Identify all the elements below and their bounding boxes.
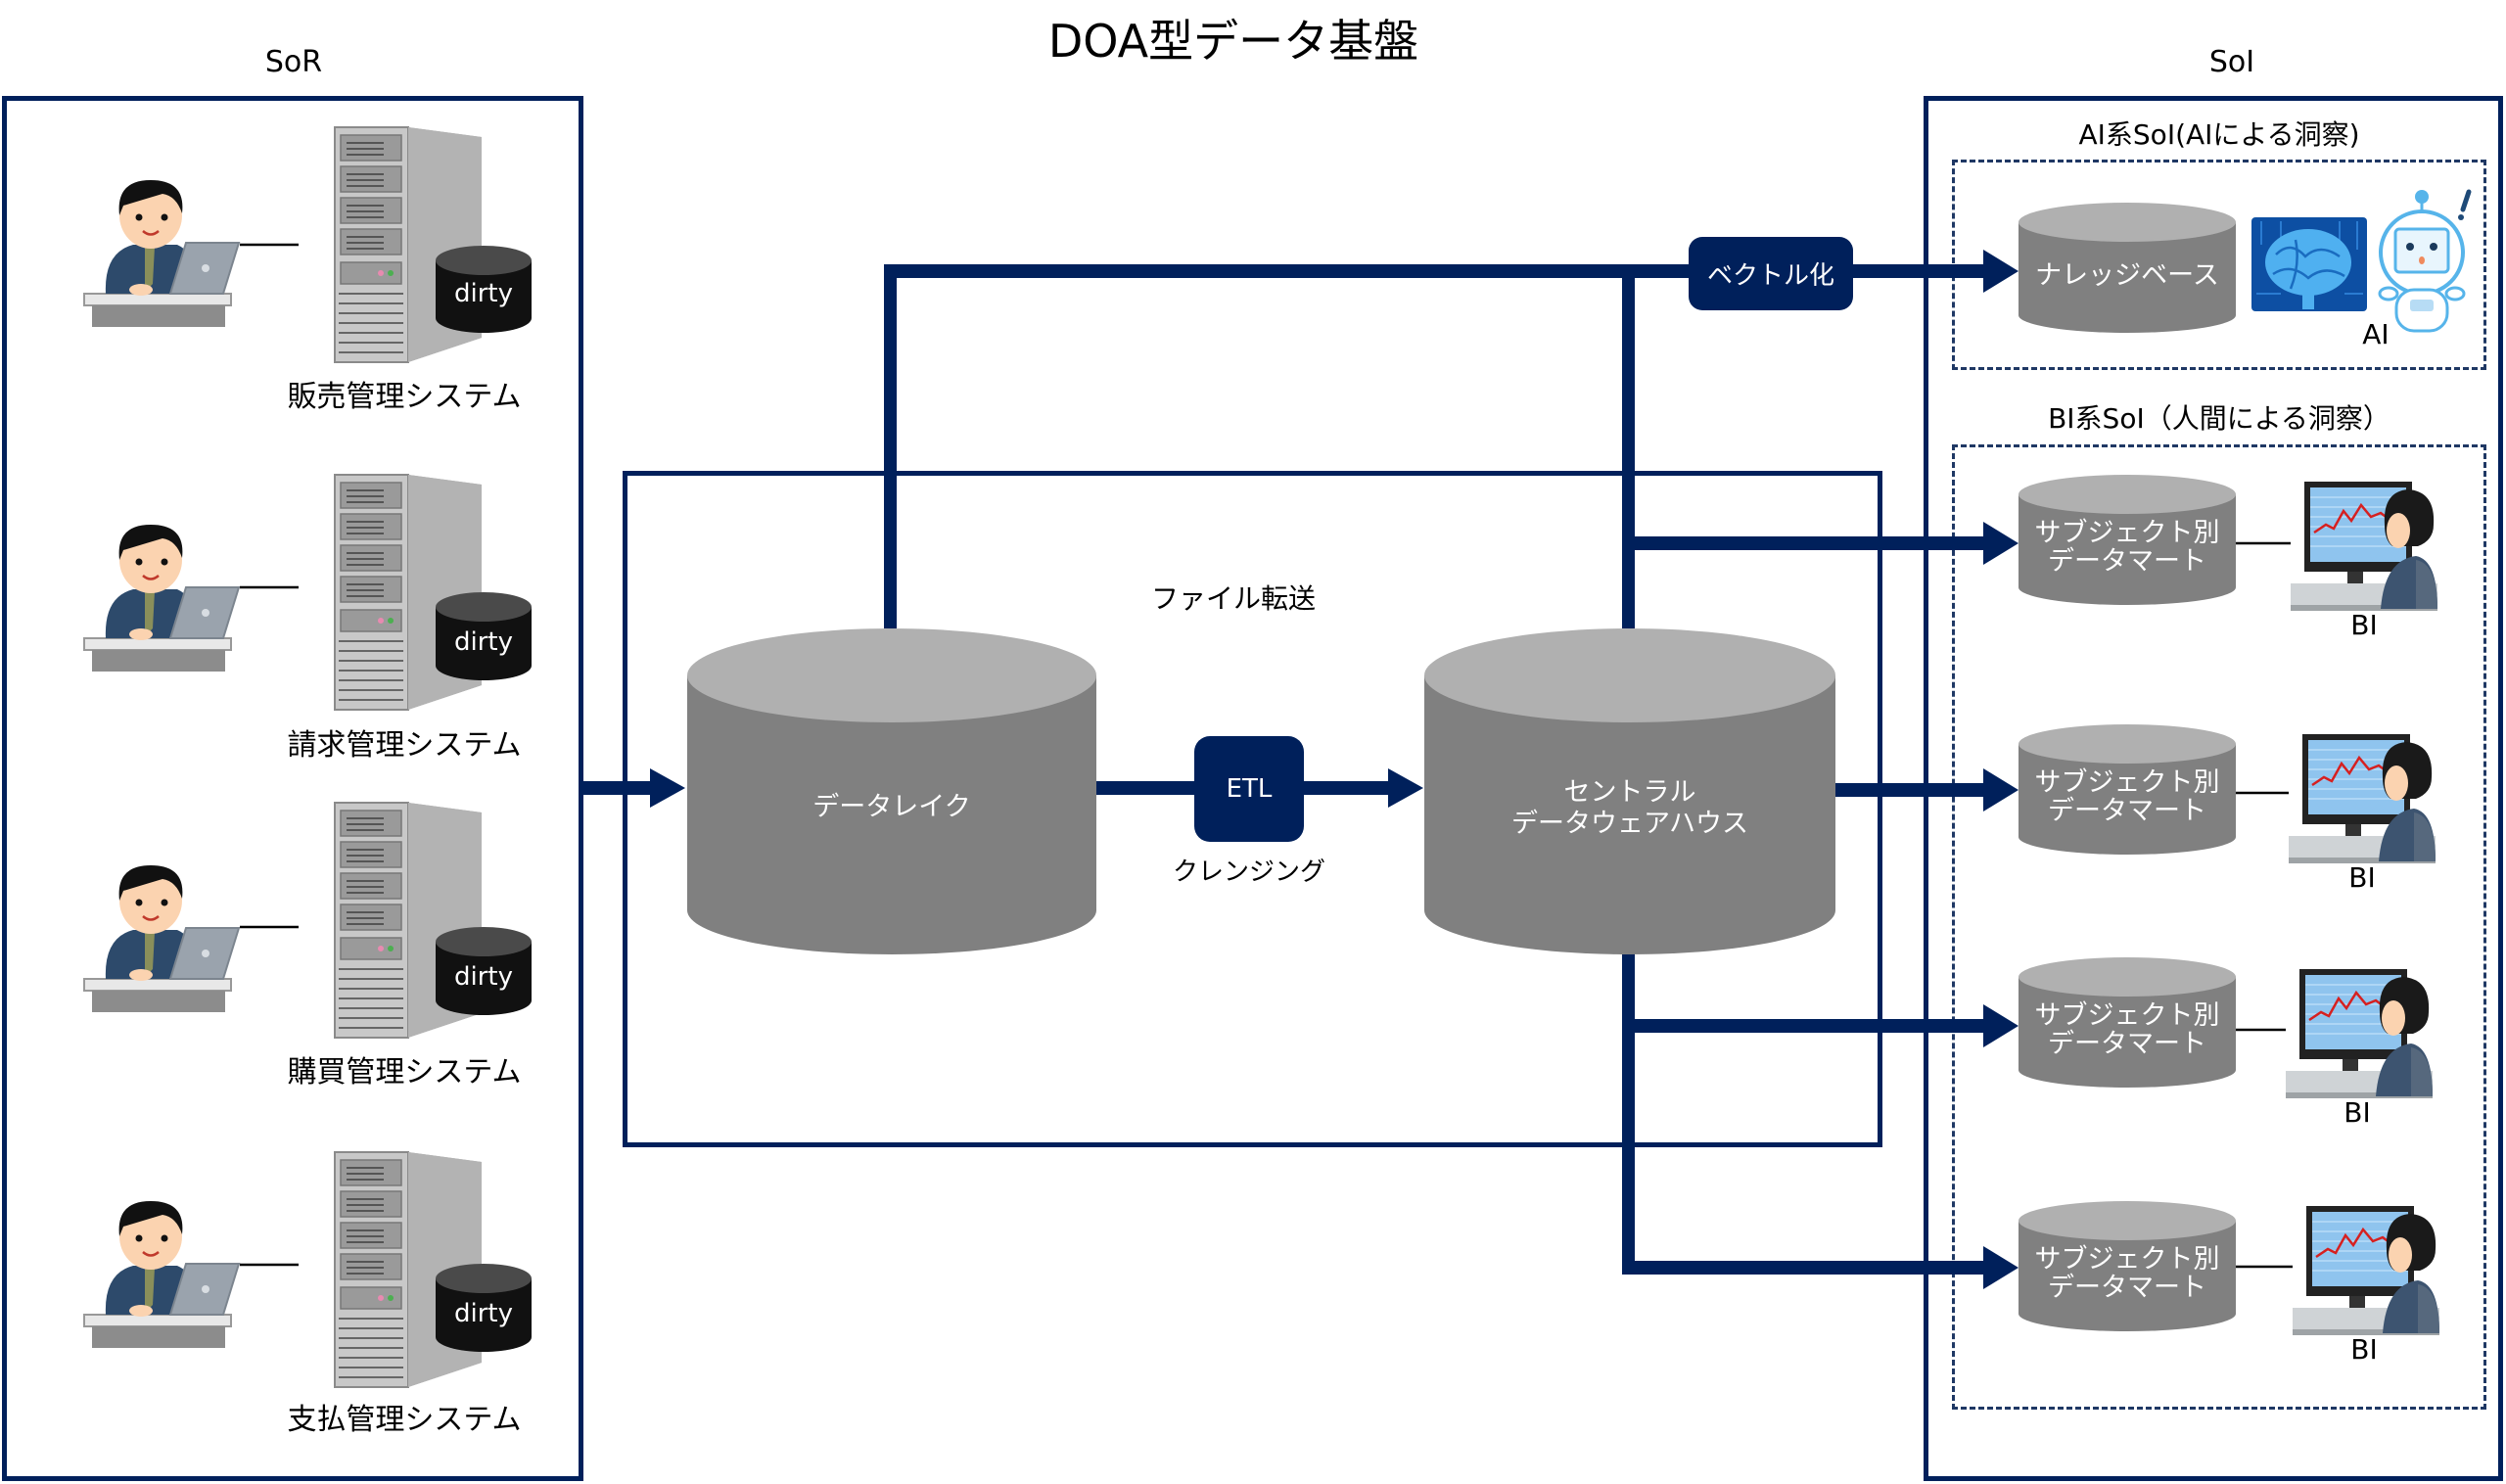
dirty-db-1: dirty xyxy=(436,246,532,333)
bi-label-3: BI xyxy=(2344,1096,2371,1129)
mart1-line2: データマート xyxy=(2048,546,2206,577)
mart2-arrowhead xyxy=(1983,768,2019,812)
bi-soi-label: BI系SoI（人間による洞察） xyxy=(2048,402,2390,435)
mart2-line xyxy=(1835,783,1985,797)
sor-container xyxy=(2,96,583,1481)
bi-label-1: BI xyxy=(2350,609,2378,641)
mart3-line2: データマート xyxy=(2048,1029,2206,1059)
sales-system-group: dirty xyxy=(82,126,532,363)
dirty-db-2: dirty xyxy=(436,592,532,680)
bi-label-4: BI xyxy=(2350,1333,2378,1366)
etl-label: ETL xyxy=(1226,774,1273,804)
data-lake-cylinder: データレイク xyxy=(687,628,1096,954)
system-label-billing: 請求管理システム xyxy=(287,728,522,763)
dirty-label-2: dirty xyxy=(454,627,513,657)
dwh-up-line xyxy=(1622,264,1635,628)
soi-label: SoI xyxy=(2208,45,2255,79)
mart1-line1: サブジェクト別 xyxy=(2035,518,2220,548)
kb-arrowhead xyxy=(1983,250,2019,293)
robot-icon xyxy=(2378,189,2472,333)
mart4-arrowhead xyxy=(1983,1246,2019,1289)
billing-system-group: dirty xyxy=(82,474,532,711)
mart4-line xyxy=(1628,1261,1985,1275)
sor-systems: dirty dirty dirty xyxy=(82,126,532,1388)
dwh-cylinder: セントラル データウェアハウス xyxy=(1424,628,1835,954)
knowledge-base-label: ナレッジベース xyxy=(2035,260,2219,291)
etl-node[interactable]: ETL xyxy=(1194,736,1304,842)
data-mart-2: サブジェクト別 データマート xyxy=(2019,724,2437,865)
bi-soi-area xyxy=(1952,444,2486,1410)
dwh-down-line xyxy=(1622,951,1635,1275)
lake-up-line xyxy=(884,264,897,628)
data-lake-label: データレイク xyxy=(812,792,970,822)
file-transfer-label: ファイル転送 xyxy=(1150,582,1316,615)
etl-to-dwh-arrowhead xyxy=(1388,768,1423,808)
mart1-arrowhead xyxy=(1983,522,2019,565)
data-mart-3: サブジェクト別 データマート xyxy=(2019,957,2435,1100)
system-label-payment: 支払管理システム xyxy=(287,1403,522,1437)
dirty-db-3: dirty xyxy=(436,927,532,1015)
dirty-label-3: dirty xyxy=(454,962,513,992)
cleansing-label: クレンジング xyxy=(1172,858,1325,887)
sor-label: SoR xyxy=(264,45,323,79)
brain-icon xyxy=(2251,217,2367,311)
dwh-label-line1: セントラル xyxy=(1564,777,1696,808)
mart4-line2: データマート xyxy=(2048,1273,2206,1303)
ai-soi-label: AI系SoI(AIによる洞察) xyxy=(2078,118,2360,151)
mart3-arrowhead xyxy=(1983,1004,2019,1047)
mart2-line2: データマート xyxy=(2048,796,2206,826)
data-mart-4: サブジェクト別 データマート xyxy=(2019,1201,2441,1337)
vectorize-node[interactable]: ベクトル化 xyxy=(1689,237,1853,310)
data-mart-1: サブジェクト別 データマート xyxy=(2019,475,2439,613)
mart3-line xyxy=(1628,1019,1985,1033)
diagram-title: DOA型データ基盤 xyxy=(1047,15,1419,68)
top-line xyxy=(884,264,1628,278)
dirty-label-1: dirty xyxy=(454,279,513,308)
ai-label: AI xyxy=(2362,318,2390,350)
system-label-sales: 販売管理システム xyxy=(287,380,522,414)
file-transfer-container xyxy=(623,471,1882,1147)
dirty-db-4: dirty xyxy=(436,1264,532,1352)
system-label-purchasing: 購買管理システム xyxy=(287,1055,522,1090)
dwh-label-line2: データウェアハウス xyxy=(1511,809,1748,839)
mart3-line1: サブジェクト別 xyxy=(2035,1000,2220,1031)
payment-system-group: dirty xyxy=(82,1151,532,1388)
mart2-line1: サブジェクト別 xyxy=(2035,767,2220,798)
knowledge-base-cylinder: ナレッジベース xyxy=(2019,203,2236,333)
bi-label-2: BI xyxy=(2348,861,2376,894)
sor-to-lake-arrowhead xyxy=(650,768,685,808)
sor-to-lake-line xyxy=(583,781,652,795)
mart4-line1: サブジェクト別 xyxy=(2035,1244,2220,1275)
vectorize-label: ベクトル化 xyxy=(1706,261,1834,291)
purchasing-system-group: dirty xyxy=(82,802,532,1039)
dirty-label-4: dirty xyxy=(454,1299,513,1328)
mart1-line xyxy=(1628,536,1985,550)
